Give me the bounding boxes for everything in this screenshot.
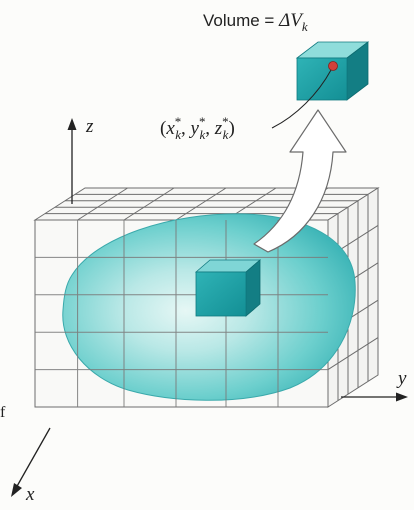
y-axis xyxy=(341,392,408,402)
magnified-subbox-cube-icon xyxy=(295,41,370,101)
point-leader-line xyxy=(271,69,332,129)
x-axis-label: x xyxy=(25,484,35,505)
sample-point-marker xyxy=(328,61,338,71)
grid-front-lines xyxy=(35,220,328,407)
z-axis xyxy=(67,118,77,204)
sample-point-label: (x*k, y*k, z*k) xyxy=(160,114,235,142)
volume-label: Volume = ΔVk xyxy=(203,10,308,34)
x-axis xyxy=(11,427,51,497)
y-axis-label: y xyxy=(396,368,407,389)
margin-fragment-text: f xyxy=(0,404,6,421)
subbox-cube-icon xyxy=(194,259,262,317)
z-axis-label: z xyxy=(85,116,94,137)
curved-up-arrow-icon xyxy=(253,109,347,253)
